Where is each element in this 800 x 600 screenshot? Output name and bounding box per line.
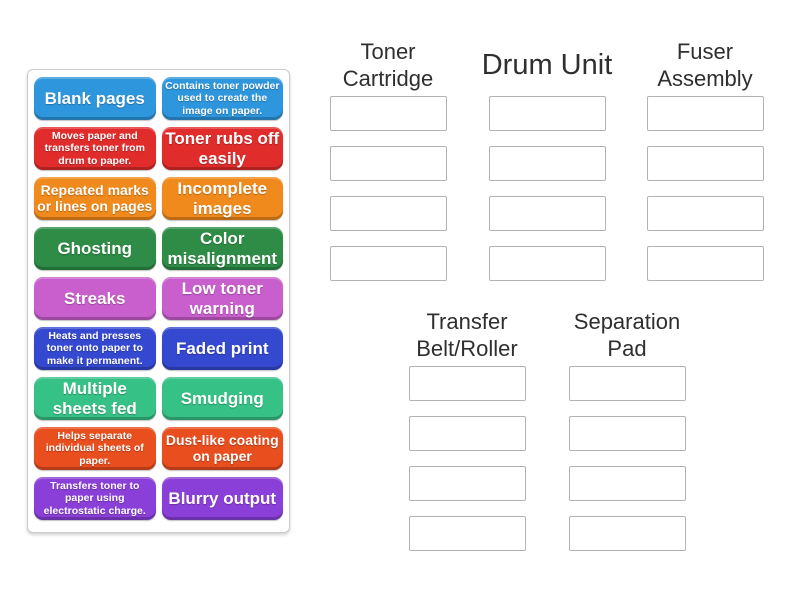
- draggable-tile[interactable]: Multiple sheets fed: [34, 377, 156, 420]
- draggable-tile[interactable]: Faded print: [161, 327, 283, 370]
- drop-slot[interactable]: [568, 466, 686, 501]
- draggable-tile[interactable]: Ghosting: [34, 227, 156, 270]
- drop-slot[interactable]: [488, 96, 606, 131]
- draggable-tile[interactable]: Blurry output: [161, 477, 283, 520]
- draggable-tile[interactable]: Contains toner powder used to create the…: [161, 77, 283, 120]
- draggable-tile[interactable]: Low toner warning: [161, 277, 283, 320]
- drop-slot[interactable]: [488, 146, 606, 181]
- drop-slot[interactable]: [646, 146, 764, 181]
- drop-slot[interactable]: [646, 196, 764, 231]
- group-column-drum-unit: Drum Unit: [467, 36, 627, 296]
- draggable-tile[interactable]: Helps separate individual sheets of pape…: [34, 427, 156, 470]
- draggable-tile[interactable]: Transfers toner to paper using electrost…: [34, 477, 156, 520]
- drop-slot[interactable]: [646, 246, 764, 281]
- drop-slot[interactable]: [488, 196, 606, 231]
- draggable-tile[interactable]: Smudging: [161, 377, 283, 420]
- draggable-tile[interactable]: Streaks: [34, 277, 156, 320]
- drop-slot[interactable]: [408, 366, 526, 401]
- draggable-tile[interactable]: Incomplete images: [161, 177, 283, 220]
- drop-slot[interactable]: [568, 516, 686, 551]
- group-header: Drum Unit: [481, 49, 613, 82]
- drop-slot[interactable]: [488, 246, 606, 281]
- drop-slot[interactable]: [329, 96, 447, 131]
- draggable-tile[interactable]: Dust-like coating on paper: [161, 427, 283, 470]
- drop-slot[interactable]: [646, 96, 764, 131]
- draggable-tile[interactable]: Blank pages: [34, 77, 156, 120]
- drop-slot[interactable]: [568, 366, 686, 401]
- draggable-tile[interactable]: Heats and presses toner onto paper to ma…: [34, 327, 156, 370]
- drop-slot[interactable]: [408, 466, 526, 501]
- drop-slot[interactable]: [329, 246, 447, 281]
- draggable-tile[interactable]: Toner rubs off easily: [161, 127, 283, 170]
- drop-slot[interactable]: [329, 196, 447, 231]
- draggable-tile[interactable]: Repeated marks or lines on pages: [34, 177, 156, 220]
- drop-slot[interactable]: [568, 416, 686, 451]
- drop-slot[interactable]: [408, 416, 526, 451]
- drop-slot[interactable]: [408, 516, 526, 551]
- draggable-tile[interactable]: Moves paper and transfers toner from dru…: [34, 127, 156, 170]
- drop-slot[interactable]: [329, 146, 447, 181]
- draggable-tile[interactable]: Color misalignment: [161, 227, 283, 270]
